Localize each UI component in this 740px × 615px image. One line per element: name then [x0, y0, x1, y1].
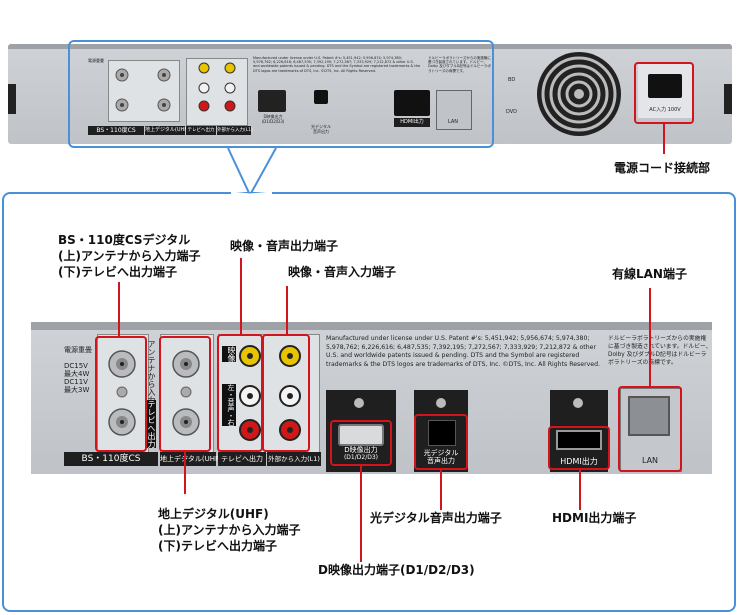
- hdmi-port: [556, 430, 602, 450]
- hdmi-label: HDMI出力: [560, 457, 598, 466]
- av-in-highlight: [262, 334, 310, 452]
- detail-frame: [2, 192, 736, 612]
- mini-d-label: D映像出力(D1/D2/D3): [258, 114, 288, 124]
- mini-d-text: D映像出力: [263, 114, 283, 119]
- mini-d-port: [258, 90, 286, 112]
- mini-hdmi-port: [394, 90, 430, 116]
- callout-hdmi: HDMI出力端子: [552, 511, 637, 525]
- hdmi-screw-icon: [573, 398, 583, 408]
- lan-port: [628, 396, 670, 436]
- optical-leader: [440, 470, 442, 510]
- callout-bs-cs: BS・110度CSデジタル (上)アンテナから入力端子 (下)テレビへ出力端子: [58, 233, 201, 279]
- hdmi-leader: [579, 470, 581, 510]
- av-rca-ports: [239, 345, 301, 441]
- d-screw-icon: [354, 398, 364, 408]
- device-rear-view: 電源重畳 BS・110度CS 地上デジタル(UHF) テレビへ出力 外部から入力…: [8, 44, 732, 144]
- mini-dolby-text: ドルビーラボラトリーズからの実施権に基づき製造されています。ドルビー、Dolby…: [428, 56, 491, 73]
- mini-optical-label: 光デジタル 音声出力: [311, 124, 331, 134]
- mini-power-text: 電源重畳: [88, 58, 104, 63]
- tv-out-vertical: テレビへ出力: [145, 400, 156, 448]
- detail-panel-top-edge: [31, 322, 712, 330]
- patent-text: Manufactured under license under U.S. Pa…: [326, 335, 600, 368]
- callout-av-out: 映像・音声出力端子: [230, 239, 339, 253]
- mini-ext-in-label: 外部から入力(L1): [217, 126, 253, 135]
- ac-inlet-port: [648, 74, 682, 98]
- mini-optical-port: [314, 90, 328, 104]
- lan-leader: [649, 288, 651, 386]
- tv-out-label: テレビへ出力: [218, 452, 266, 466]
- dolby-text: ドルビーラボラトリーズからの実施権に基づき製造されています。ドルビー、Dolby…: [608, 336, 712, 366]
- zoom-source-frame: [68, 40, 494, 148]
- left-foot: [8, 84, 16, 114]
- antenna-in-vertical: アンテナから入力: [147, 340, 156, 404]
- bs-highlight: [95, 336, 147, 452]
- device-top-edge: [8, 44, 732, 49]
- optical-port: [428, 420, 456, 446]
- d-label: D映像出力: [344, 446, 378, 454]
- mini-bs-label: BS・110度CS: [88, 126, 144, 135]
- uhf-highlight: [159, 336, 211, 452]
- bs-coax-ports: [108, 350, 136, 436]
- mini-rca-ports: [198, 62, 236, 112]
- lan-highlight: [618, 386, 682, 472]
- mini-dvd-text: DVD: [506, 109, 518, 115]
- d-label-wrap: D映像出力 (D1/D2/D3): [330, 446, 392, 462]
- d-connector: [338, 424, 384, 446]
- mini-lan-port: [436, 90, 472, 130]
- callout-lan: 有線LAN端子: [612, 267, 687, 281]
- mini-lan-label: LAN: [447, 119, 459, 125]
- av-out-highlight: [217, 334, 263, 452]
- dc11-text: DC11V 最大3W: [64, 378, 90, 394]
- optical-highlight: [414, 414, 468, 470]
- d-sub-label: (D1/D2/D3): [343, 454, 379, 461]
- bs-label: BS・110度CS: [64, 452, 158, 466]
- callout-d-video: D映像出力端子(D1/D2/D3): [318, 563, 475, 577]
- bs-leader: [118, 282, 120, 336]
- audio-vertical: 左・音声・右: [222, 384, 236, 426]
- mini-uhf-label: 地上デジタル(UHF): [145, 126, 190, 135]
- hdmi-highlight: [548, 426, 610, 470]
- d-highlight: [330, 420, 392, 466]
- mini-hdmi-label: HDMI出力: [394, 118, 430, 127]
- right-foot: [724, 84, 732, 114]
- mini-av-block: [186, 58, 248, 126]
- av-out-leader: [240, 258, 242, 334]
- callout-optical: 光デジタル音声出力端子: [370, 511, 502, 525]
- uhf-label: 地上デジタル(UHF): [160, 452, 222, 466]
- dc15-text: DC15V 最大4W: [64, 362, 90, 378]
- video-vertical: 映像: [222, 346, 236, 362]
- d-leader: [360, 466, 362, 562]
- callout-uhf: 地上デジタル(UHF) (上)アンテナから入力端子 (下)テレビへ出力端子: [158, 507, 301, 553]
- mini-bd-text: BD: [508, 77, 516, 83]
- lan-label: LAN: [641, 456, 659, 465]
- ext-in-label: 外部から入力(L1): [267, 452, 321, 466]
- mini-coax-ports: [115, 68, 171, 112]
- fan-grille: [537, 52, 621, 136]
- uhf-leader: [184, 452, 186, 494]
- optical-screw-icon: [436, 398, 446, 408]
- mini-d-sub: (D1/D2/D3): [261, 119, 285, 124]
- av-in-leader: [286, 286, 288, 334]
- callout-av-in: 映像・音声入力端子: [288, 265, 397, 279]
- power-sup-text: 電源重畳: [64, 346, 92, 354]
- callout-power-cord: 電源コード接続部: [614, 161, 711, 175]
- mini-tv-out-label: テレビへ出力: [186, 126, 216, 135]
- optical-label: 光デジタル 音声出力: [423, 449, 459, 465]
- ac-inlet-highlight: [634, 62, 694, 124]
- uhf-coax-ports: [172, 350, 200, 436]
- ac-label: AC入力 100V: [649, 107, 681, 113]
- power-cord-line: [663, 124, 665, 154]
- mini-patent-text: Manufactured under license under U.S. Pa…: [253, 56, 421, 73]
